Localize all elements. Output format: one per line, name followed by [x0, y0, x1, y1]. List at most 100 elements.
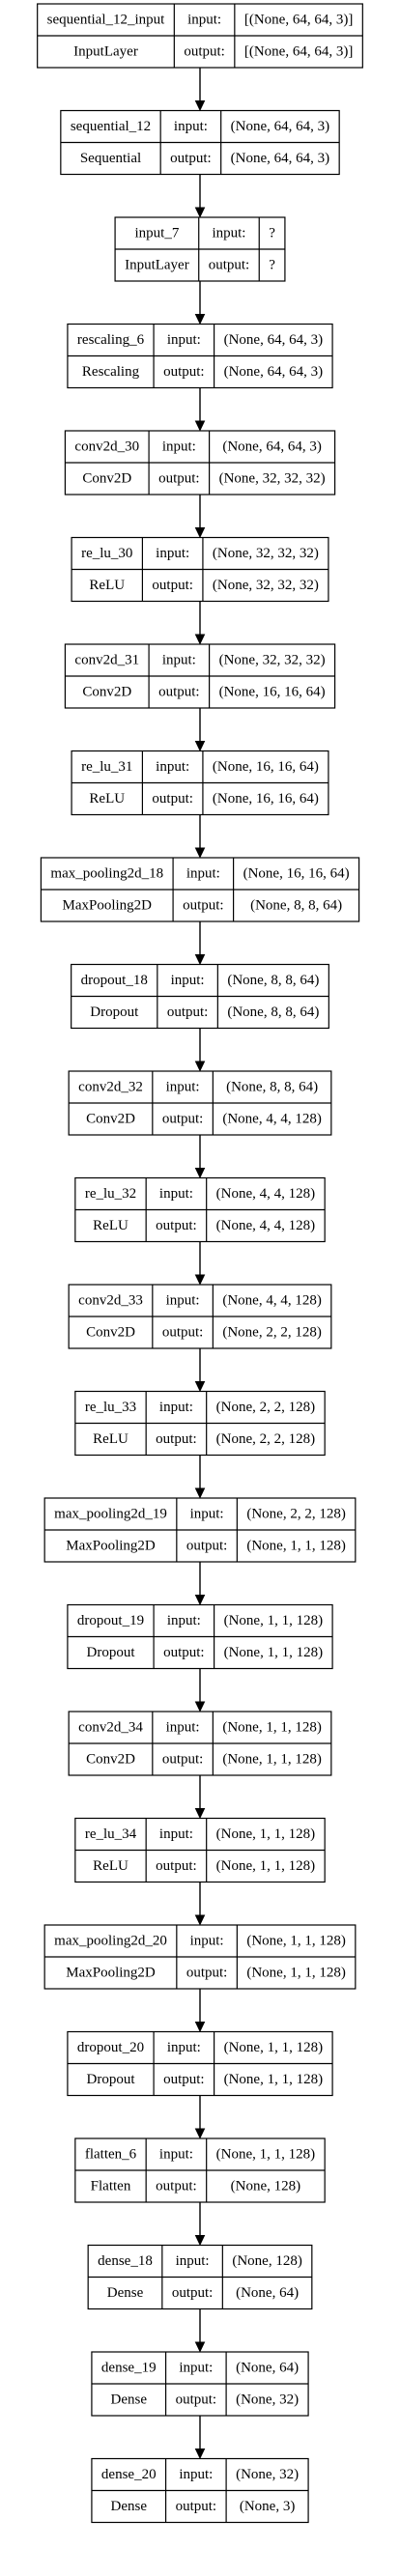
- layer-type: MaxPooling2D: [66, 1539, 156, 1554]
- edge-arrow: [194, 2202, 206, 2247]
- layer-name: sequential_12: [71, 119, 151, 134]
- output-shape: (None, 32): [236, 2392, 299, 2408]
- input-port-label: input:: [166, 1293, 200, 1309]
- layer-type: ReLU: [89, 578, 125, 593]
- output-port-label: output:: [156, 1858, 197, 1874]
- layer-type: Dense: [107, 2285, 144, 2301]
- arrowhead-icon: [194, 1274, 206, 1286]
- layer-type: Conv2D: [82, 685, 131, 700]
- input-shape: [(None, 64, 64, 3)]: [244, 13, 353, 28]
- input-shape: (None, 2, 2, 128): [246, 1507, 345, 1522]
- output-port-label: output:: [186, 1966, 228, 1981]
- edge-arrow: [194, 68, 206, 112]
- output-port-label: output:: [158, 685, 200, 700]
- output-shape: (None, 2, 2, 128): [222, 1325, 321, 1341]
- input-shape: (None, 8, 8, 64): [226, 1080, 318, 1095]
- output-shape: (None, 2, 2, 128): [216, 1431, 315, 1447]
- output-port-label: output:: [170, 151, 212, 166]
- input-port-label: input:: [190, 1934, 224, 1949]
- output-port-label: output:: [163, 1645, 205, 1660]
- layer-type: Dense: [111, 2499, 148, 2514]
- input-shape: (None, 64, 64, 3): [231, 119, 329, 134]
- layer-type: ReLU: [89, 791, 125, 807]
- input-port-label: input:: [166, 1080, 200, 1095]
- layer-type: ReLU: [93, 1431, 129, 1447]
- arrowhead-icon: [194, 100, 206, 112]
- output-port-label: output:: [176, 2392, 217, 2408]
- output-shape: (None, 32, 32, 32): [219, 471, 326, 487]
- edge-arrow: [194, 601, 206, 645]
- output-port-label: output:: [184, 44, 225, 60]
- output-port-label: output:: [172, 2285, 214, 2301]
- arrowhead-icon: [194, 741, 206, 752]
- input-port-label: input:: [156, 546, 189, 561]
- edge-arrow: [194, 814, 206, 859]
- layer-type: Dropout: [87, 2072, 136, 2087]
- output-shape: (None, 1, 1, 128): [222, 1752, 321, 1768]
- input-shape: (None, 8, 8, 64): [227, 973, 319, 988]
- output-shape: (None, 1, 1, 128): [246, 1539, 345, 1554]
- output-port-label: output:: [163, 364, 205, 380]
- input-shape: (None, 1, 1, 128): [222, 1720, 321, 1736]
- arrowhead-icon: [194, 314, 206, 326]
- edge-arrow: [194, 2095, 206, 2139]
- input-port-label: input:: [159, 1826, 193, 1842]
- layer-type: Conv2D: [86, 1752, 135, 1768]
- output-port-label: output:: [186, 1539, 228, 1554]
- input-shape: (None, 64, 64, 3): [222, 439, 321, 455]
- output-shape: (None, 16, 16, 64): [213, 791, 319, 807]
- arrowhead-icon: [194, 847, 206, 859]
- output-shape: (None, 128): [231, 2179, 300, 2194]
- layer-type: Rescaling: [82, 364, 140, 380]
- arrowhead-icon: [194, 1914, 206, 1926]
- layer-node: max_pooling2d_19MaxPooling2Dinput:output…: [43, 1497, 357, 1563]
- layer-name: dense_19: [101, 2361, 157, 2376]
- edge-arrow: [194, 2308, 206, 2353]
- input-port-label: input:: [159, 1186, 193, 1202]
- input-shape: (None, 128): [232, 2253, 301, 2269]
- layer-type: Conv2D: [82, 471, 131, 487]
- arrowhead-icon: [194, 527, 206, 539]
- arrowhead-icon: [194, 207, 206, 218]
- arrowhead-icon: [194, 1487, 206, 1499]
- output-shape: (None, 4, 4, 128): [222, 1112, 321, 1127]
- input-shape: (None, 32, 32, 32): [213, 546, 319, 561]
- arrowhead-icon: [194, 1701, 206, 1713]
- input-port-label: input:: [162, 653, 196, 668]
- output-shape: [(None, 64, 64, 3)]: [244, 44, 353, 60]
- arrowhead-icon: [194, 1381, 206, 1393]
- output-shape: (None, 1, 1, 128): [246, 1966, 345, 1981]
- layer-type: Conv2D: [86, 1112, 135, 1127]
- layer-node: max_pooling2d_20MaxPooling2Dinput:output…: [43, 1924, 357, 1990]
- arrowhead-icon: [194, 1168, 206, 1179]
- output-shape: (None, 64): [236, 2285, 299, 2301]
- layer-name: rescaling_6: [77, 332, 145, 348]
- layer-name: dropout_19: [77, 1613, 144, 1628]
- layer-type: InputLayer: [73, 44, 138, 60]
- layer-name: re_lu_33: [85, 1400, 136, 1415]
- input-shape: (None, 1, 1, 128): [224, 2040, 323, 2055]
- layer-type: Conv2D: [86, 1325, 135, 1341]
- layer-name: re_lu_31: [81, 759, 132, 775]
- input-port-label: input:: [186, 866, 220, 882]
- edge-arrow: [194, 1668, 206, 1713]
- layer-name: dropout_18: [81, 973, 148, 988]
- input-port-label: input:: [166, 1720, 200, 1736]
- output-port-label: output:: [156, 1431, 197, 1447]
- arrowhead-icon: [194, 2128, 206, 2139]
- output-port-label: output:: [209, 258, 250, 273]
- layer-type: ReLU: [93, 1218, 129, 1233]
- input-shape: (None, 1, 1, 128): [246, 1934, 345, 1949]
- arrowhead-icon: [194, 1061, 206, 1072]
- arrowhead-icon: [194, 1595, 206, 1606]
- input-shape: (None, 4, 4, 128): [222, 1293, 321, 1309]
